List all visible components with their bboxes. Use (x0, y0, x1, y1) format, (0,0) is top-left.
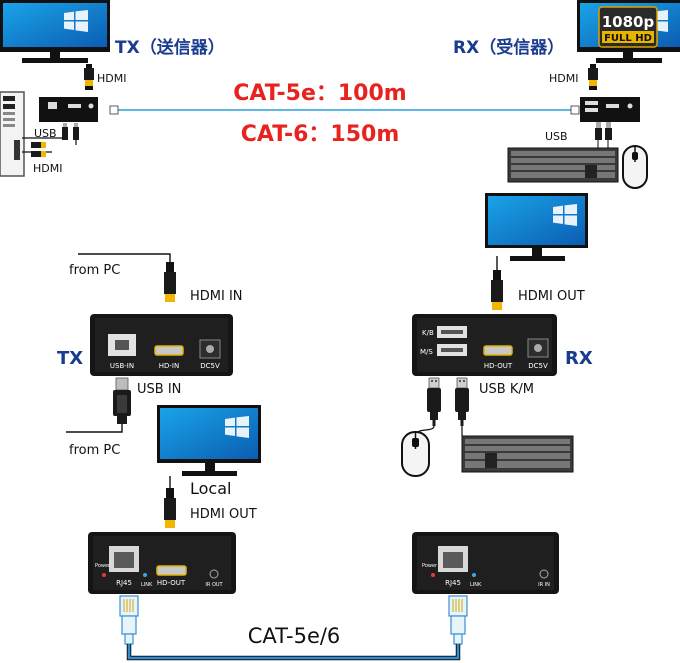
bottom-tx-power-label: Power (95, 563, 111, 569)
usb-in-cable-icon (66, 377, 131, 433)
rx-side-label: RX (565, 348, 593, 369)
rx-extender-device: K/B M/S HD-OUT DC5V (412, 314, 557, 376)
bottom-tx-hdout-label: HD-OUT (157, 579, 186, 587)
local-hdmi-out-label: HDMI OUT (190, 507, 257, 522)
top-tx-monitor-icon (0, 0, 110, 63)
top-rx-hdmi-label: HDMI (549, 72, 578, 85)
bottom-tx-ir-port-icon (209, 569, 219, 579)
bottom-tx-link-label: LINK (141, 582, 153, 588)
top-rx-monitor-icon: 1080p FULL HD (577, 0, 680, 63)
bottom-rx-ir-port-icon (539, 569, 549, 579)
bottom-tx-extender-device: Power RJ45 LINK HD-OUT IR OUT (88, 532, 236, 594)
tx-port-usb-in: USB-IN (110, 362, 134, 370)
top-tx-hdmi-plug-icon (22, 142, 52, 157)
bottom-tx-hdmi-port-icon (156, 565, 187, 576)
rx-hdmi-port-icon (483, 345, 513, 356)
bottom-rx-power-led (431, 573, 435, 577)
usb-in-label: USB IN (137, 382, 181, 397)
top-tx-usb-label: USB (34, 127, 57, 140)
bottom-tx-power-led (102, 573, 106, 577)
rx-display-monitor-icon (485, 193, 588, 261)
middle-mouse-icon (401, 431, 430, 477)
rx-port-kb: K/B (422, 329, 434, 337)
from-pc-usb-label: from PC (69, 443, 120, 458)
local-label: Local (190, 479, 231, 498)
rx-port-ms: M/S (420, 348, 433, 356)
local-monitor-icon (157, 405, 261, 476)
bottom-rx-extender-device: Power RJ45 LINK IR IN (412, 532, 559, 594)
top-tx-usb-plug-icon (22, 123, 79, 145)
bottom-rx-power-label: Power (422, 563, 438, 569)
hdmi-in-label: HDMI IN (190, 289, 243, 304)
top-cat-cable-line (109, 105, 580, 115)
top-rx-usb-plugs-icon (595, 122, 612, 148)
pc-tower-icon (0, 91, 25, 177)
from-pc-hdmi-label: from PC (69, 263, 120, 278)
tx-extender-device: USB-IN HD-IN DC5V (90, 314, 233, 376)
tx-port-hd-in: HD-IN (159, 362, 179, 370)
top-tx-hdmi-cable-icon (84, 64, 94, 90)
rx-port-hd-out: HD-OUT (484, 362, 513, 370)
local-hdmi-cable-icon (164, 476, 176, 528)
middle-keyboard-icon (461, 435, 574, 473)
rj45-cable-icon (119, 595, 468, 661)
bottom-rx-link-led (472, 573, 476, 577)
top-rx-device-icon (580, 97, 640, 122)
bottom-rx-rj45-label: RJ45 (445, 579, 461, 587)
hdmi-in-cable-icon (78, 253, 176, 302)
usb-km-plugs-icon (415, 377, 470, 436)
bottom-rx-link-label: LINK (470, 582, 482, 588)
top-tx-device-icon (39, 97, 98, 122)
top-keyboard-icon (507, 147, 619, 183)
badge-fullhd: FULL HD (604, 33, 652, 44)
bottom-tx-rj45-label: RJ45 (116, 579, 132, 587)
badge-1080p: 1080p (602, 13, 655, 31)
top-tx-hdmi-label: HDMI (97, 72, 126, 85)
rx-port-dc: DC5V (528, 362, 548, 370)
usb-km-label: USB K/M (479, 382, 534, 397)
hdmi-out-label: HDMI OUT (518, 289, 585, 304)
cat5e-distance: CAT-5e：100m (233, 81, 406, 106)
cat-cable-label: CAT-5e/6 (248, 624, 341, 648)
tx-title: TX（送信器） (115, 37, 225, 58)
hdmi-port-icon (154, 345, 184, 356)
top-rx-usb-label: USB (545, 130, 568, 143)
top-tx-hdmi2-label: HDMI (33, 162, 62, 175)
tx-port-dc: DC5V (200, 362, 220, 370)
cat6-distance: CAT-6：150m (241, 122, 400, 147)
hdmi-out-cable-icon (491, 256, 503, 310)
tx-side-label: TX (57, 348, 83, 369)
bottom-tx-ir-label: IR OUT (205, 582, 223, 588)
rx-title: RX（受信器） (453, 37, 564, 58)
top-rx-hdmi-cable-icon (588, 64, 598, 90)
top-mouse-icon (622, 145, 648, 189)
bottom-tx-link-led (143, 573, 147, 577)
bottom-rx-ir-label: IR IN (538, 582, 550, 588)
